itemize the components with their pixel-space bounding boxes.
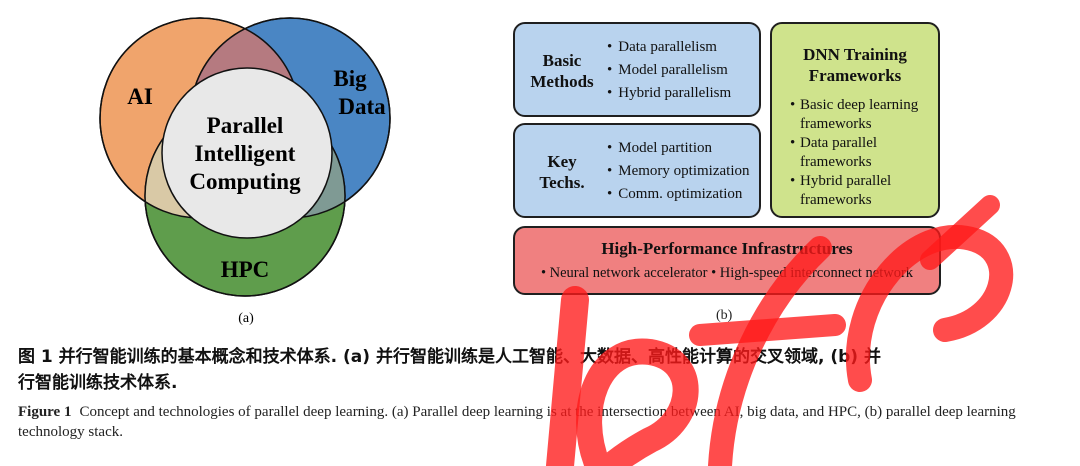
center-line-1: Parallel: [207, 113, 284, 138]
basic-methods-list: Data parallelism Model parallelism Hybri…: [607, 36, 731, 105]
venn-diagram: AI Big Data HPC Parallel Intelligent Com…: [99, 17, 391, 326]
list-item: Data parallel frameworks: [790, 134, 918, 172]
infrastructures-title: High-Performance Infrastructures: [601, 239, 853, 258]
list-item: Hybrid parallelism: [607, 82, 731, 105]
list-item: Model parallelism: [607, 59, 731, 82]
infrastructures-items: • Neural network accelerator • High-spee…: [540, 265, 914, 281]
ai-label: AI: [127, 84, 153, 109]
caption-chinese: 图 1 并行智能训练的基本概念和技术体系. (a) 并行智能训练是人工智能、大数…: [18, 347, 881, 393]
bigdata-label-line1: Big: [333, 66, 367, 91]
center-region: [161, 67, 333, 239]
caption-text: Concept and technologies of parallel dee…: [18, 404, 1016, 440]
list-item: Memory optimization: [607, 160, 749, 183]
center-line-3: Computing: [189, 169, 301, 194]
center-line-2: Intelligent: [195, 141, 296, 166]
basic-methods-title: Basic Methods: [530, 51, 594, 91]
figure-label: Figure 1: [18, 404, 72, 420]
basic-methods-box: Basic Methods Data parallelism Model par…: [513, 22, 761, 117]
infrastructures-box: High-Performance Infrastructures • Neura…: [513, 226, 941, 295]
dnn-frameworks-list: Basic deep learning frameworks Data para…: [790, 96, 918, 210]
list-item: Comm. optimization: [607, 183, 750, 206]
list-item: Basic deep learning frameworks: [790, 96, 918, 134]
key-techs-title: Key Techs.: [539, 152, 585, 192]
panel-a-label: (a): [238, 311, 254, 326]
list-item: Hybrid parallel frameworks: [790, 172, 918, 210]
bigdata-label-line2: Data: [338, 94, 386, 119]
list-item: Data parallelism: [607, 36, 731, 59]
dnn-frameworks-box: DNN Training Frameworks Basic deep learn…: [770, 22, 940, 218]
dnn-frameworks-title: DNN Training Frameworks: [803, 45, 907, 85]
key-techs-list: Model partition Memory optimization Comm…: [607, 137, 750, 206]
list-item: Model partition: [607, 137, 750, 160]
key-techs-box: Key Techs. Model partition Memory optimi…: [513, 123, 761, 218]
panel-b-label: (b): [716, 308, 733, 323]
hpc-label: HPC: [221, 257, 270, 282]
